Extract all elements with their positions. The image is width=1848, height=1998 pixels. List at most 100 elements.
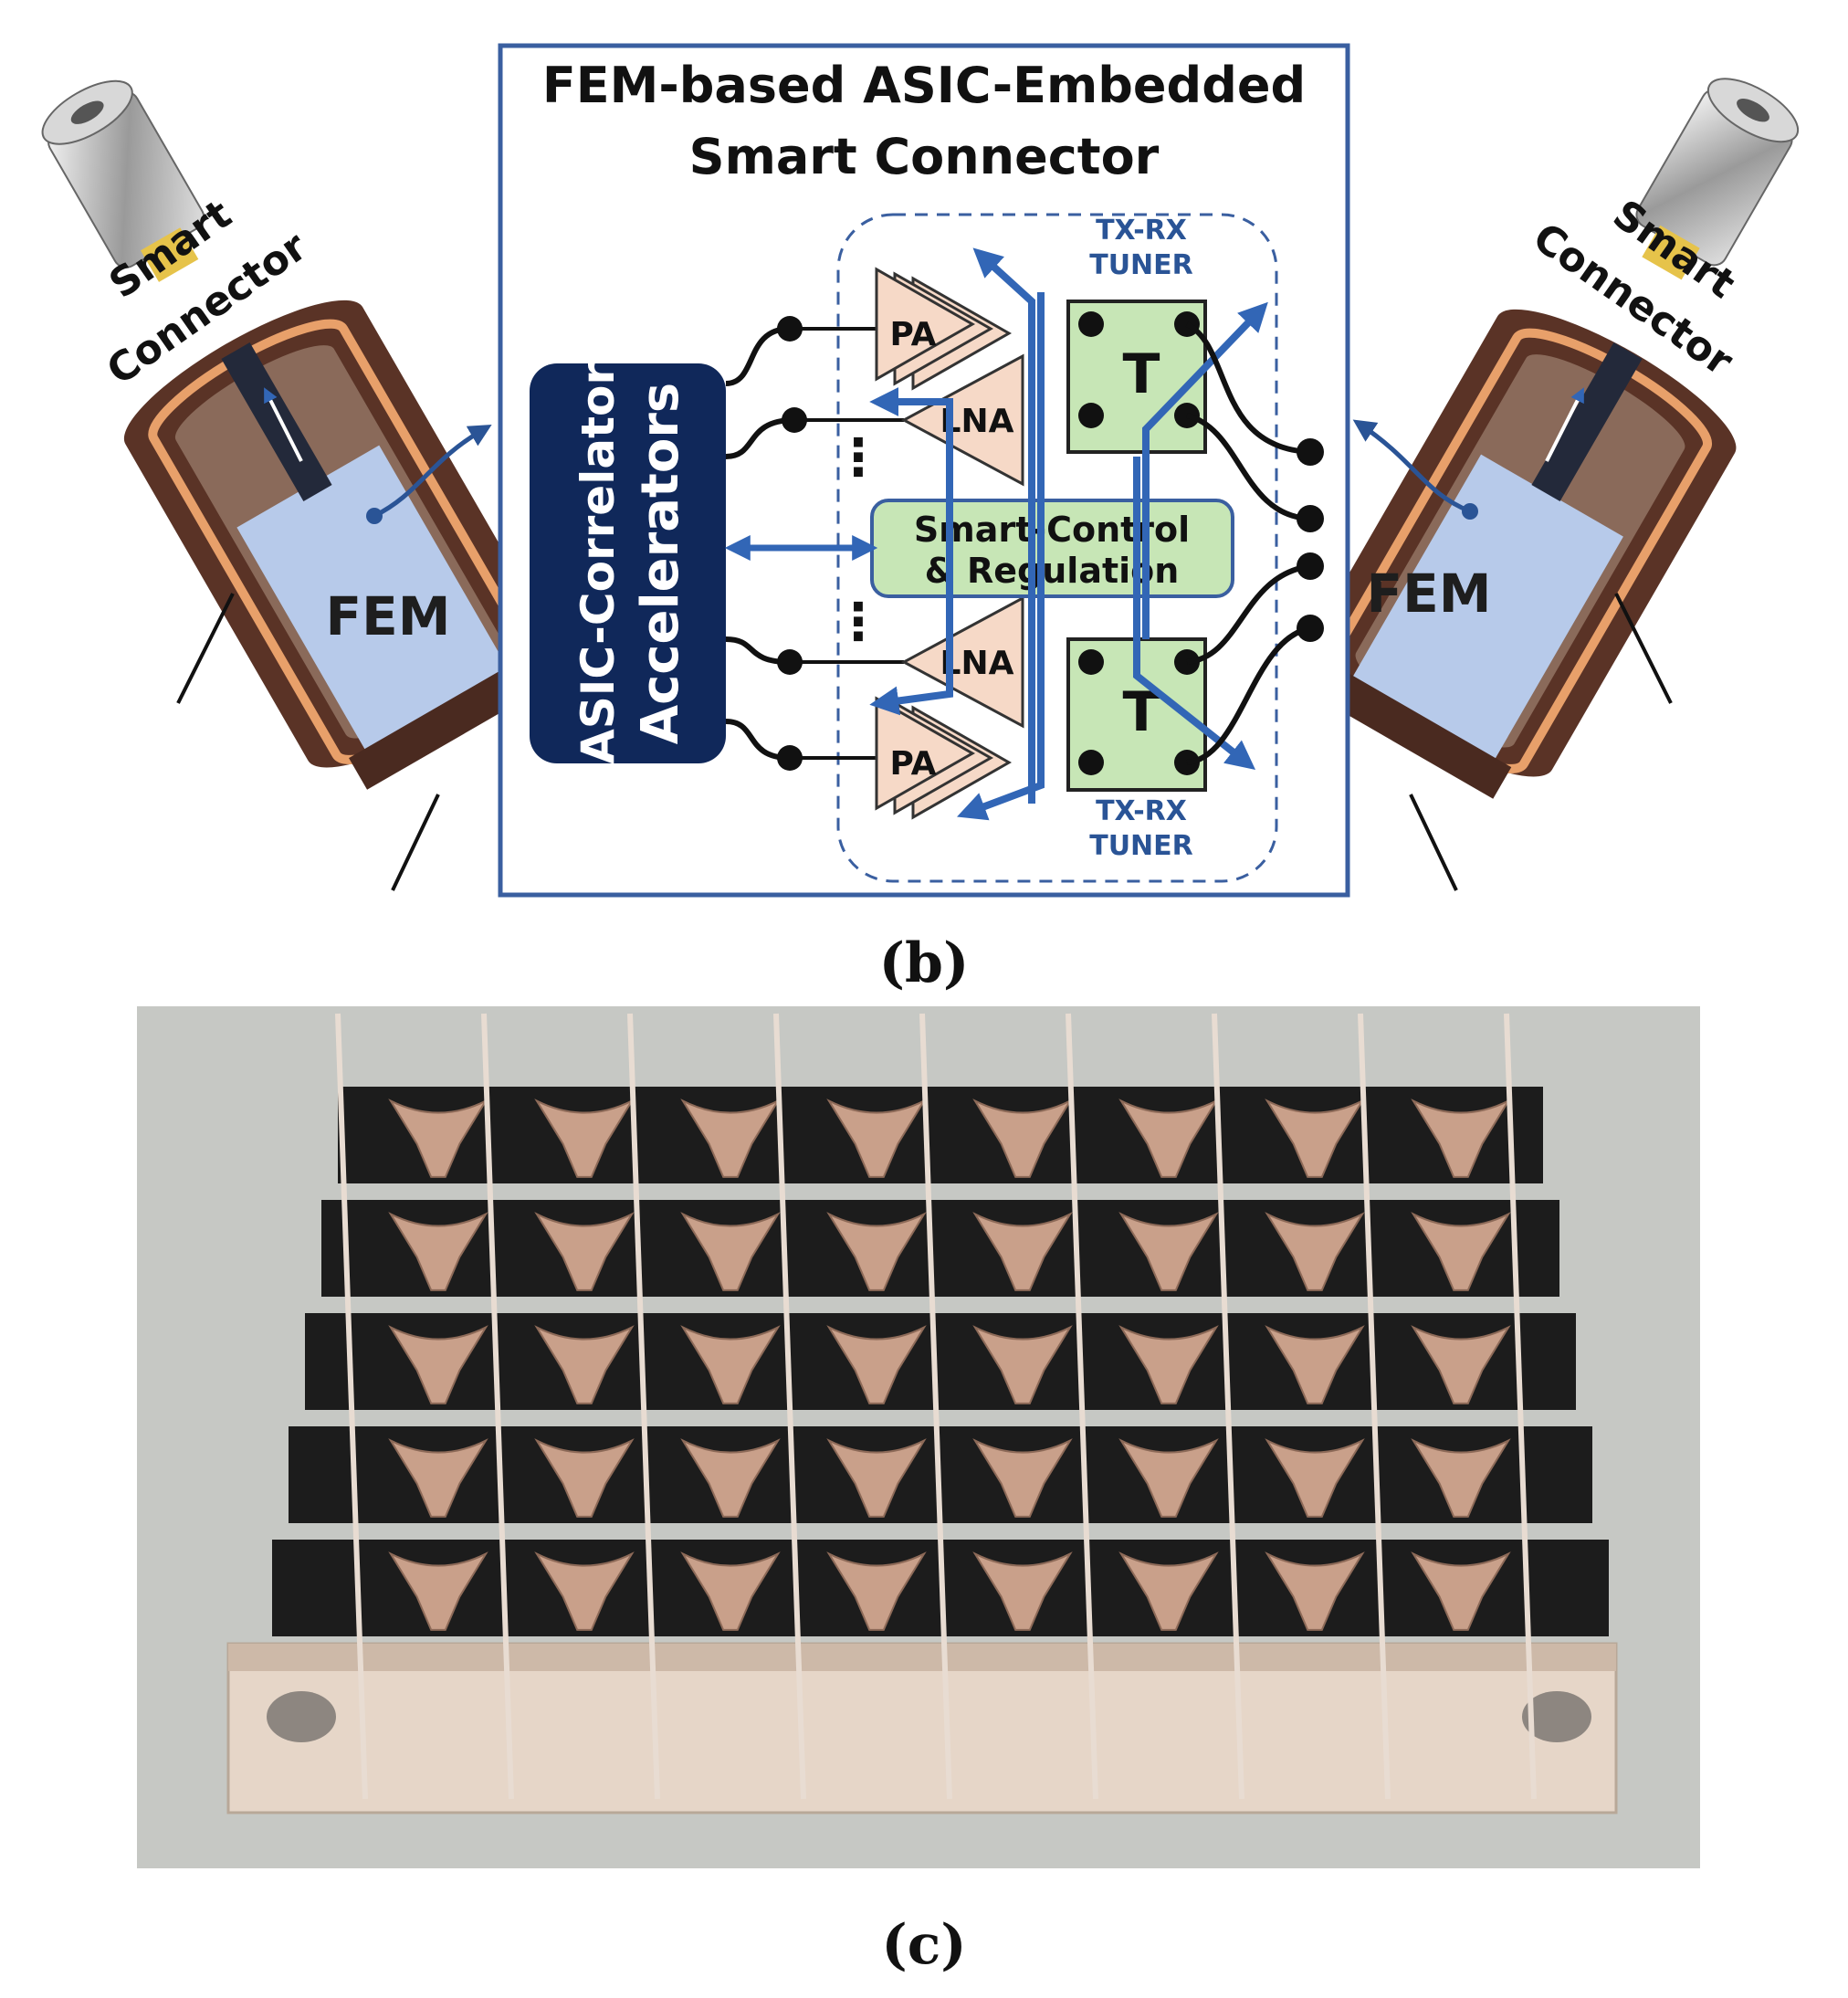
left-feed-line xyxy=(221,342,332,501)
diagram-title-line1: FEM-based ASIC-Embedded xyxy=(542,57,1306,114)
antenna-element xyxy=(1118,1438,1219,1518)
asic-correlator-block xyxy=(530,363,726,763)
caption-b: (b) xyxy=(879,931,970,995)
antenna-element xyxy=(1265,1438,1365,1518)
ellipsis-top: ⋮ xyxy=(833,428,884,488)
antenna-element-grid xyxy=(272,1013,1609,1800)
tuner-top-caption-line2: TUNER xyxy=(1089,249,1193,281)
antenna-element xyxy=(1265,1325,1365,1404)
antenna-element xyxy=(1265,1099,1365,1178)
antenna-element xyxy=(826,1551,927,1631)
vertical-fin xyxy=(1504,1013,1537,1800)
antenna-element xyxy=(680,1551,781,1631)
antenna-element xyxy=(826,1325,927,1404)
antenna-element xyxy=(826,1438,927,1518)
right-feed-line xyxy=(1531,342,1643,501)
row-backplate xyxy=(305,1313,1576,1410)
diagram-title-line2: Smart Connector xyxy=(689,128,1160,185)
antenna-element xyxy=(680,1438,781,1518)
tuner-top-t: T xyxy=(1123,342,1160,406)
node-leads xyxy=(790,327,904,760)
vertical-fin xyxy=(773,1013,806,1800)
antenna-element xyxy=(388,1099,488,1178)
smart-control-line2: & Regulation xyxy=(925,551,1180,591)
antenna-element xyxy=(388,1551,488,1631)
antenna-element xyxy=(972,1438,1073,1518)
left-leg-1 xyxy=(176,593,235,704)
antenna-element xyxy=(1411,1325,1511,1404)
antenna-element xyxy=(826,1212,927,1291)
antenna-element xyxy=(1411,1212,1511,1291)
ellipsis-bottom: ⋮ xyxy=(833,593,884,652)
right-fem-module: FEM Smart Connector xyxy=(1311,78,1800,891)
row-backplate xyxy=(321,1200,1559,1297)
antenna-element xyxy=(1411,1099,1511,1178)
vertical-fin xyxy=(1212,1013,1244,1800)
pa-top-label: PA xyxy=(890,316,937,353)
right-smart-connector-icon xyxy=(1635,78,1800,280)
asic-label-line2: Accelerators xyxy=(631,383,690,744)
vertical-fin xyxy=(481,1013,514,1800)
lna-bottom-amplifier xyxy=(900,595,1024,729)
antenna-element xyxy=(826,1099,927,1178)
antenna-element xyxy=(1411,1551,1511,1631)
vertical-fin xyxy=(627,1013,660,1800)
antenna-element xyxy=(534,1325,635,1404)
antenna-element xyxy=(680,1099,781,1178)
left-output-arrow xyxy=(373,424,492,519)
antenna-element xyxy=(534,1099,635,1178)
pa-bottom-amplifier xyxy=(875,696,1013,820)
antenna-element xyxy=(1265,1551,1365,1631)
pa-bottom-label: PA xyxy=(890,745,937,783)
right-fem-label: FEM xyxy=(1367,563,1492,625)
antenna-element xyxy=(680,1212,781,1291)
antenna-array-photo xyxy=(137,1006,1700,1868)
caption-c: (c) xyxy=(881,1913,966,1977)
right-fem-block xyxy=(1349,454,1623,766)
smart-connector-diagram: FEM-based ASIC-Embedded Smart Connector … xyxy=(498,43,1350,898)
antenna-element xyxy=(388,1438,488,1518)
mounting-hole-left xyxy=(267,1691,336,1742)
antenna-element xyxy=(972,1325,1073,1404)
right-feed-arrow xyxy=(1545,387,1584,462)
tuner-top-caption-line1: TX-RX xyxy=(1096,215,1187,247)
antenna-element xyxy=(680,1325,781,1404)
vertical-fin xyxy=(1358,1013,1391,1800)
signal-flow-arrows xyxy=(869,247,1268,821)
antenna-element xyxy=(972,1551,1073,1631)
left-fem-block xyxy=(236,445,512,757)
antenna-element xyxy=(972,1099,1073,1178)
vertical-fin xyxy=(1066,1013,1098,1800)
left-fem-label: FEM xyxy=(326,585,451,647)
antenna-element xyxy=(1411,1438,1511,1518)
antenna-element xyxy=(534,1551,635,1631)
left-feed-arrow xyxy=(264,387,303,462)
antenna-element xyxy=(1118,1325,1219,1404)
tuner-bottom-caption-line1: TX-RX xyxy=(1096,795,1187,827)
antenna-element xyxy=(534,1212,635,1291)
vertical-fin xyxy=(335,1013,368,1800)
antenna-element xyxy=(972,1212,1073,1291)
output-wires xyxy=(1185,321,1311,765)
right-output-arrow xyxy=(1352,419,1471,514)
antenna-element xyxy=(1118,1212,1219,1291)
front-end-region xyxy=(836,213,1278,883)
pa-top-amplifier xyxy=(875,267,1013,391)
antenna-element xyxy=(1265,1212,1365,1291)
right-leg-1 xyxy=(1614,593,1673,704)
left-leg-2 xyxy=(391,794,440,891)
asic-label-line1: ASIC-Correlator xyxy=(572,363,625,764)
antenna-element xyxy=(1118,1551,1219,1631)
left-smart-connector-icon xyxy=(41,79,205,282)
mounting-hole-right xyxy=(1522,1691,1591,1742)
antenna-element xyxy=(388,1212,488,1291)
antenna-element xyxy=(534,1438,635,1518)
vertical-fin xyxy=(919,1013,952,1800)
left-fem-module: FEM Smart Connector xyxy=(41,79,550,891)
right-leg-2 xyxy=(1409,794,1458,891)
output-nodes xyxy=(1297,438,1324,642)
antenna-element xyxy=(388,1325,488,1404)
lna-top-amplifier xyxy=(900,353,1024,487)
antenna-element xyxy=(1118,1099,1219,1178)
